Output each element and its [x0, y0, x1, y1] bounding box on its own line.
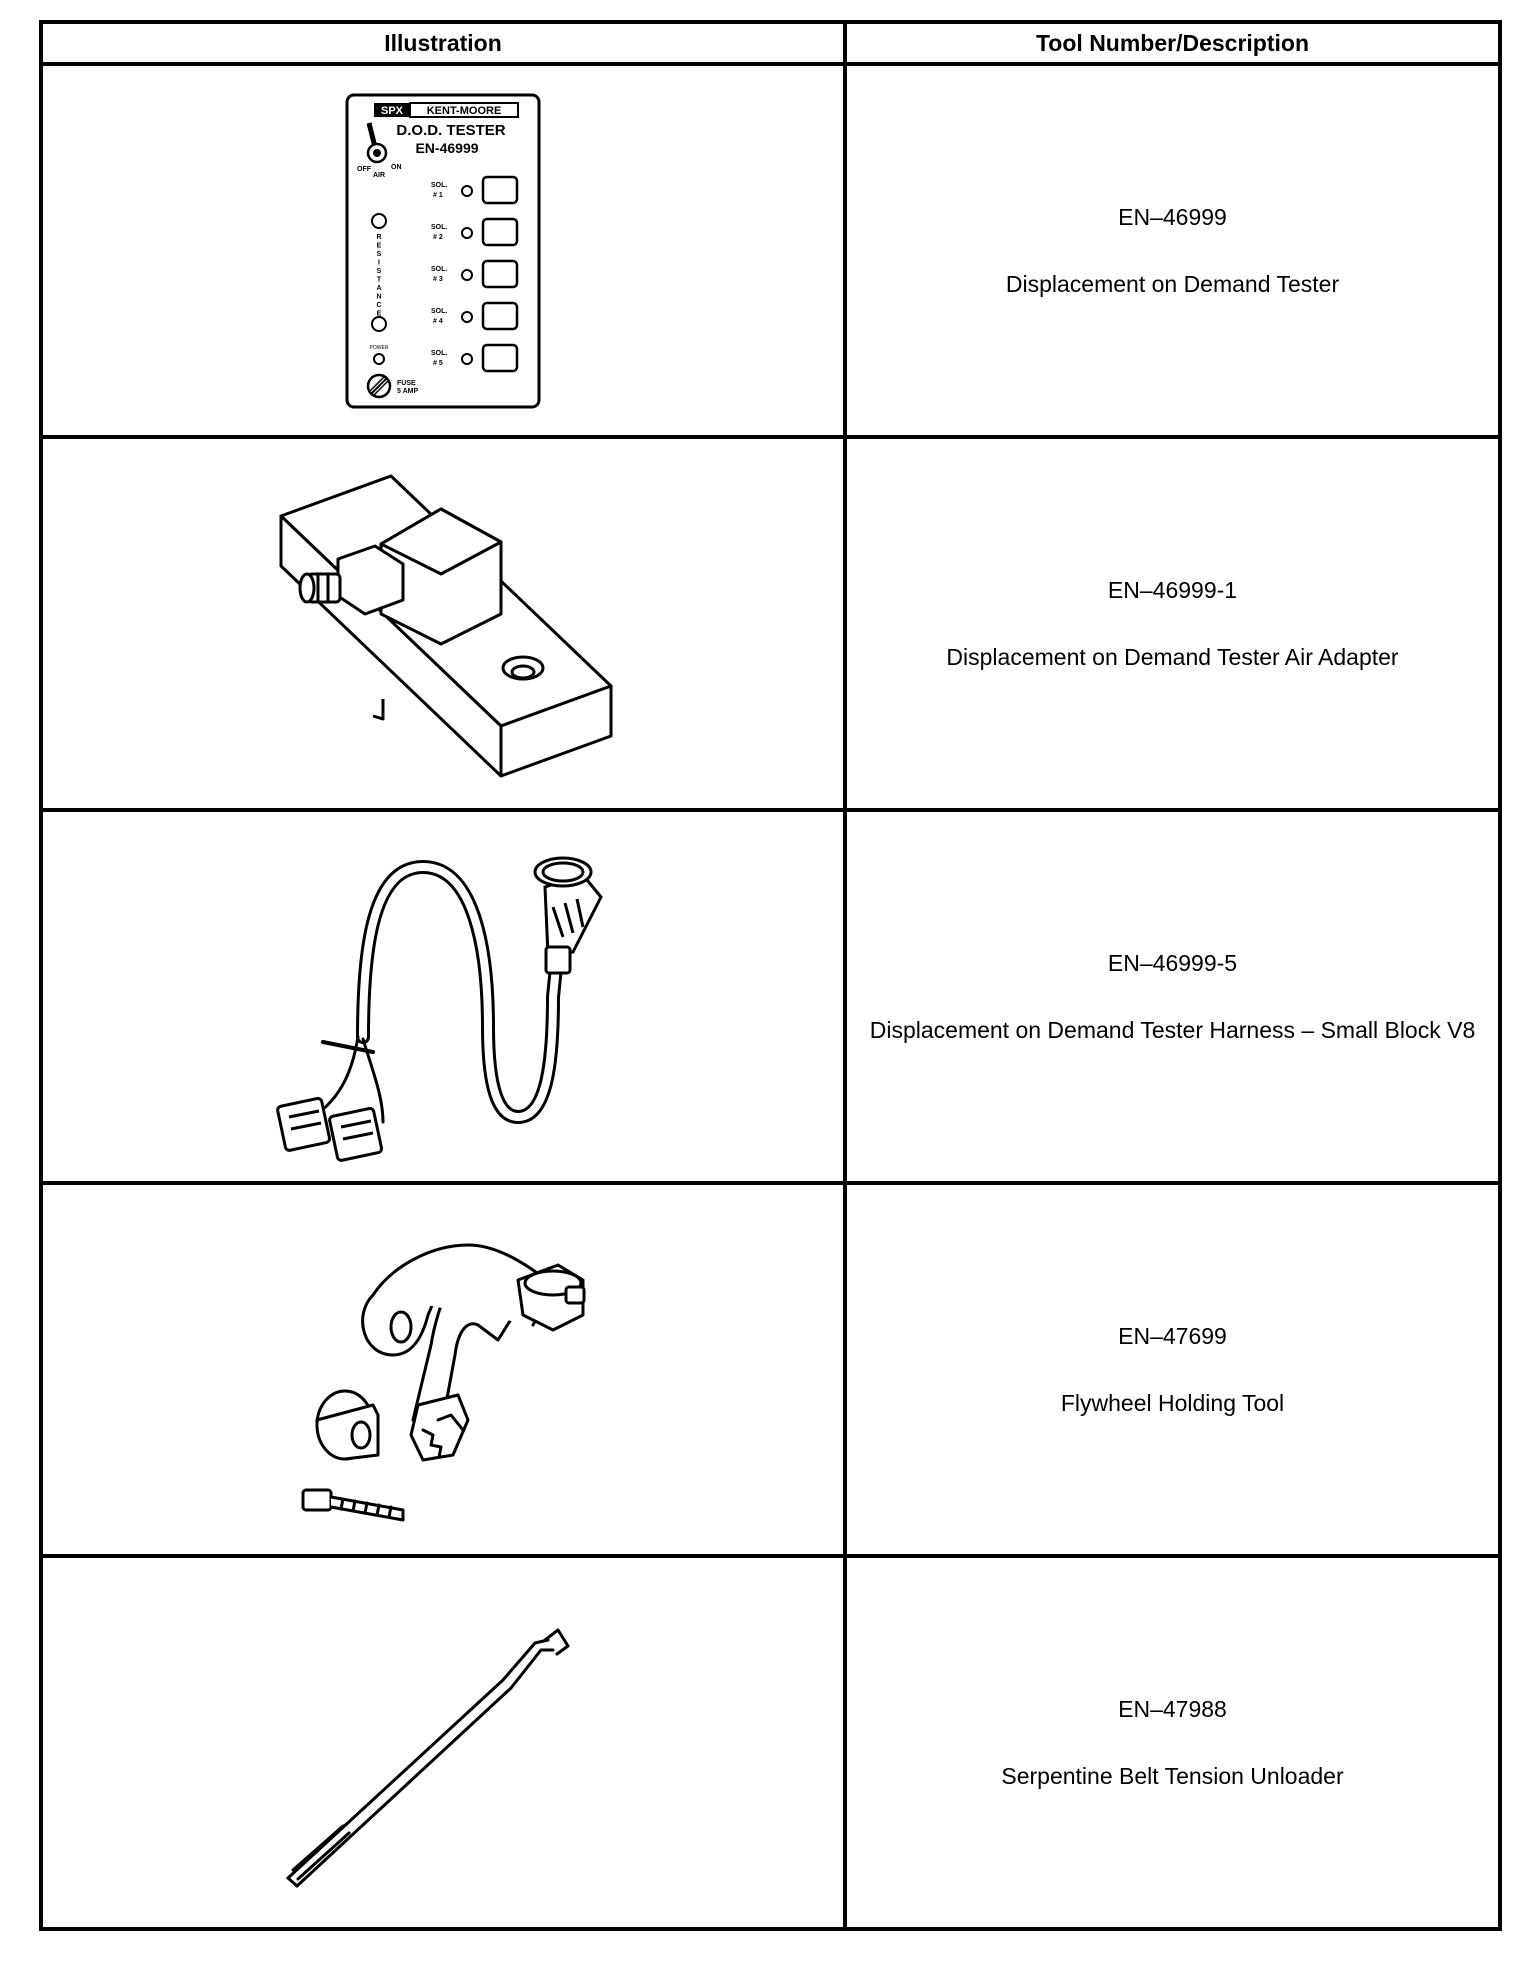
tool-description-cell: EN–46999 Displacement on Demand Tester [843, 62, 1502, 439]
resistance-letter: E [377, 310, 382, 317]
switch-on-label: ON [391, 164, 402, 171]
solenoid-number: # 2 [433, 234, 443, 241]
illustration-cell [39, 808, 847, 1185]
tool-number: EN–47988 [1118, 1695, 1227, 1722]
tool-description-cell: EN–47699 Flywheel Holding Tool [843, 1181, 1502, 1558]
solenoid-button [481, 343, 519, 372]
table-row: EN–47699 Flywheel Holding Tool [39, 1181, 1502, 1558]
solenoid-label: SOL. [431, 224, 447, 231]
switch-off-label: OFF [357, 166, 372, 173]
resistance-terminal-bottom [371, 315, 387, 332]
illustration-cell [39, 435, 847, 812]
tool-number: EN–46999 [1118, 203, 1227, 230]
tool-description-cell: EN–46999-1 Displacement on Demand Tester… [843, 435, 1502, 812]
resistance-letter: S [377, 268, 382, 275]
solenoid-indicator-icon [461, 352, 473, 365]
power-label: POWER [370, 345, 389, 351]
solenoid-button [481, 175, 519, 204]
solenoid-number: # 4 [433, 318, 443, 325]
solenoid-button [481, 301, 519, 330]
resistance-letter: R [376, 234, 381, 241]
table-row: EN–47988 Serpentine Belt Tension Unloade… [39, 1554, 1502, 1931]
harness-illustration [276, 856, 603, 1162]
tool-number: EN–46999-5 [1107, 949, 1238, 976]
tester-model: EN-46999 [415, 140, 478, 156]
solenoid-button [481, 259, 519, 288]
solenoid-controls: SOL. # 1 SOL. # 2 SOL. # 3 SOL. # 4 SOL. # 5 [431, 175, 519, 372]
tool-description: Displacement on Demand Tester Air Adapte… [946, 643, 1399, 670]
tool-description: Flywheel Holding Tool [1060, 1389, 1285, 1416]
header-illustration: Illustration [39, 20, 847, 66]
solenoid-button [481, 217, 519, 246]
tester-title: D.O.D. TESTER [396, 122, 505, 139]
tool-description: Displacement on Demand Tester Harness – … [869, 1016, 1476, 1043]
brand-kent-moore: KENT-MOORE [427, 105, 502, 117]
table-row: EN–46999-1 Displacement on Demand Tester… [39, 435, 1502, 812]
header-tool-description: Tool Number/Description [843, 20, 1502, 66]
solenoid-indicator-icon [461, 310, 473, 323]
wire-plug-icon [276, 1096, 384, 1162]
tool-description: Serpentine Belt Tension Unloader [1001, 1762, 1344, 1789]
resistance-letter: A [376, 285, 381, 292]
resistance-letter: C [376, 302, 381, 309]
solenoid-label: SOL. [431, 182, 447, 189]
table-row: EN–46999-5 Displacement on Demand Tester… [39, 808, 1502, 1185]
table-row: SPX KENT-MOORE D.O.D. TESTER EN-46999 OF… [39, 62, 1502, 439]
solenoid-number: # 3 [433, 276, 443, 283]
solenoid-label: SOL. [431, 308, 447, 315]
solenoid-label: SOL. [431, 266, 447, 273]
solenoid-number: # 1 [433, 192, 443, 199]
solenoid-indicator-icon [461, 268, 473, 281]
tension-unloader-illustration [286, 1628, 570, 1887]
dod-tester-illustration: SPX KENT-MOORE D.O.D. TESTER EN-46999 OF… [345, 93, 541, 408]
fuse-amp-label: 5 AMP [397, 388, 418, 395]
illustration-cell [39, 1181, 847, 1558]
resistance-letter: N [376, 293, 381, 300]
flywheel-tool-illustration [301, 1243, 586, 1521]
tool-description-cell: EN–46999-5 Displacement on Demand Tester… [843, 808, 1502, 1185]
resistance-letter: S [377, 251, 382, 258]
resistance-letter: I [378, 259, 380, 266]
resistance-terminal-top [371, 212, 387, 229]
resistance-letter: T [377, 276, 382, 283]
harness-connector-icon [533, 856, 603, 974]
tool-description: Displacement on Demand Tester [1005, 270, 1340, 297]
table-header-row: Illustration Tool Number/Description [39, 20, 1502, 66]
solenoid-indicator-icon [461, 226, 473, 239]
air-adapter-illustration [279, 474, 613, 777]
illustration-cell: SPX KENT-MOORE D.O.D. TESTER EN-46999 OF… [39, 62, 847, 439]
fuse-label: FUSE [397, 380, 416, 387]
switch-air-label: AIR [373, 172, 385, 179]
fuse-icon [366, 373, 392, 398]
air-switch-icon [366, 121, 388, 163]
illustration-cell [39, 1554, 847, 1931]
resistance-letter: E [377, 242, 382, 249]
tool-description-cell: EN–47988 Serpentine Belt Tension Unloade… [843, 1554, 1502, 1931]
tool-number: EN–46999-1 [1107, 576, 1238, 603]
tool-number: EN–47699 [1118, 1322, 1227, 1349]
power-indicator-icon [373, 352, 385, 365]
brand-spx: SPX [381, 105, 404, 117]
solenoid-label: SOL. [431, 350, 447, 357]
solenoid-number: # 5 [433, 360, 443, 367]
special-tools-table: Illustration Tool Number/Description SPX… [39, 20, 1502, 1931]
solenoid-indicator-icon [461, 184, 473, 197]
